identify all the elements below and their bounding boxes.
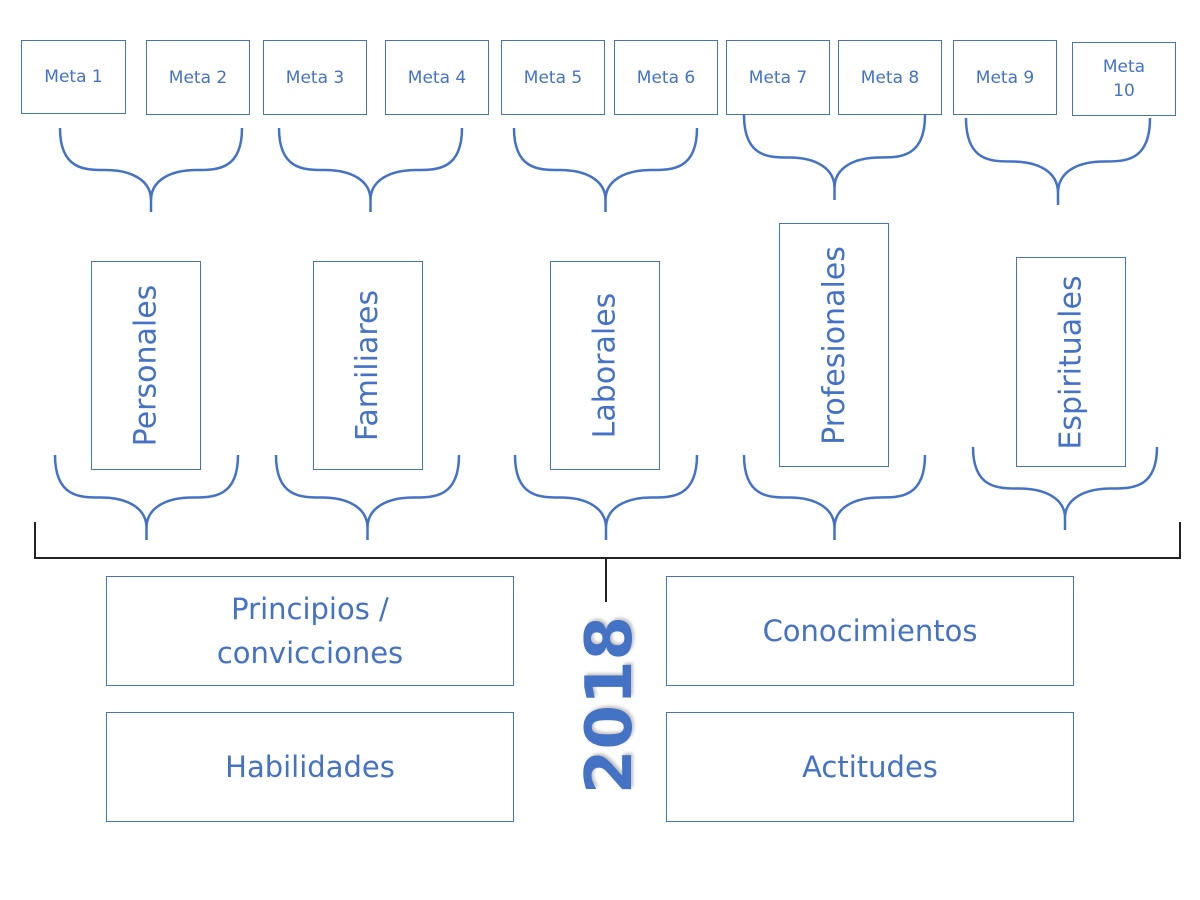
- category-brace-5: [971, 446, 1159, 530]
- category-laborales: Laborales: [550, 261, 660, 470]
- goal-label: Meta 7: [748, 67, 808, 88]
- category-brace-1: [53, 454, 240, 540]
- category-label: Personales: [128, 284, 164, 447]
- foundation-label: Conocimientos: [762, 614, 978, 648]
- category-brace-3: [513, 454, 699, 540]
- goal-box-9: Meta 9: [953, 40, 1057, 115]
- category-brace-2: [274, 454, 461, 540]
- category-label: Profesionales: [816, 245, 852, 445]
- goal-brace-5: [964, 117, 1152, 205]
- goal-label: Meta 3: [285, 67, 345, 88]
- category-label: Laborales: [587, 292, 623, 439]
- goal-label: Meta 9: [975, 67, 1035, 88]
- foundation-label: Habilidades: [225, 750, 395, 784]
- goal-label: Meta 8: [860, 67, 920, 88]
- goal-box-1: Meta 1: [21, 40, 126, 114]
- category-familiares: Familiares: [313, 261, 423, 470]
- goal-box-8: Meta 8: [838, 40, 942, 115]
- goal-label: Meta 10: [1102, 57, 1146, 101]
- goal-label: Meta 5: [523, 67, 583, 88]
- goal-brace-4: [742, 114, 927, 200]
- goal-label: Meta 1: [44, 67, 103, 87]
- goal-box-4: Meta 4: [385, 40, 489, 115]
- goal-box-7: Meta 7: [726, 40, 830, 115]
- category-personales: Personales: [91, 261, 201, 470]
- foundation-label: Actitudes: [802, 750, 938, 784]
- foundation-conocimientos: Conocimientos: [666, 576, 1074, 686]
- goal-box-5: Meta 5: [501, 40, 605, 115]
- category-brace-4: [742, 454, 927, 540]
- goal-label: Meta 6: [636, 67, 696, 88]
- year-bracket: [34, 522, 1181, 602]
- goal-brace-2: [277, 127, 464, 212]
- category-label: Espirituales: [1053, 274, 1089, 450]
- goal-box-2: Meta 2: [146, 40, 250, 115]
- category-profesionales: Profesionales: [779, 223, 889, 467]
- category-espirituales: Espirituales: [1016, 257, 1126, 467]
- goal-label: Meta 4: [407, 67, 467, 88]
- foundation-actitudes: Actitudes: [666, 712, 1074, 822]
- foundation-principios: Principios / convicciones: [106, 576, 514, 686]
- foundation-habilidades: Habilidades: [106, 712, 514, 822]
- year-label: 2018: [573, 615, 647, 795]
- goal-box-6: Meta 6: [614, 40, 718, 115]
- goal-brace-3: [512, 127, 699, 212]
- goal-box-10: Meta 10: [1072, 42, 1176, 116]
- category-label: Familiares: [350, 289, 386, 442]
- goal-brace-1: [58, 127, 244, 212]
- goal-label: Meta 2: [168, 67, 228, 88]
- goal-box-3: Meta 3: [263, 40, 367, 115]
- foundation-label: Principios / convicciones: [216, 592, 404, 670]
